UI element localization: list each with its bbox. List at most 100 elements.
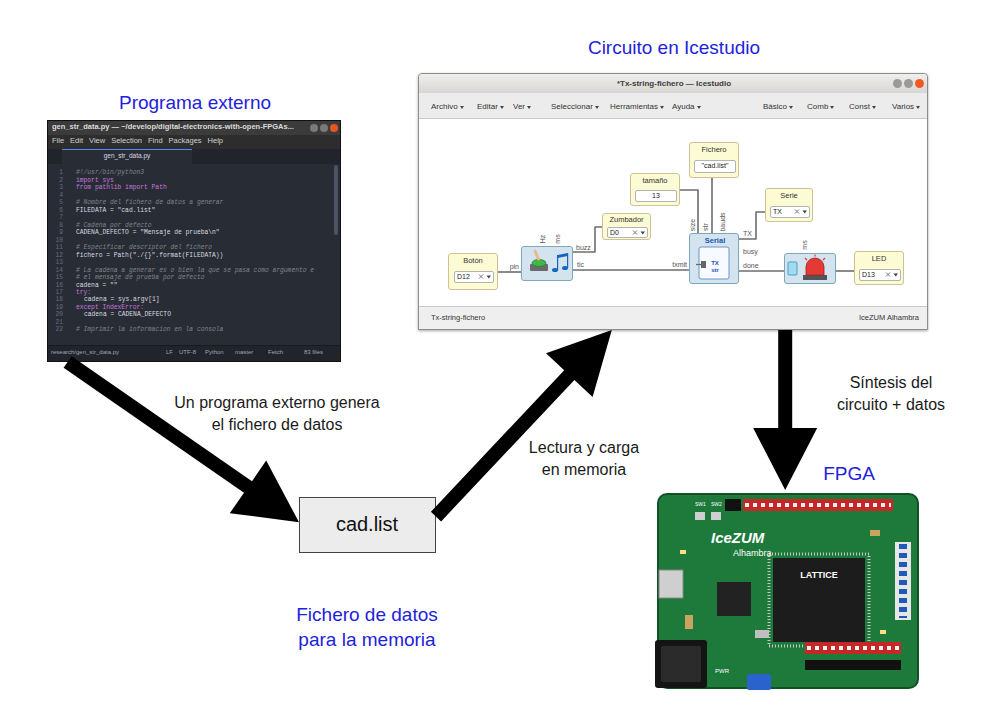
block-icon-use	[530, 251, 568, 272]
menu-caret	[500, 106, 504, 109]
flow-arrow	[431, 330, 612, 521]
pin-name: TX	[773, 208, 782, 216]
port-label: tic	[577, 261, 584, 269]
line-number: 20	[55, 311, 63, 318]
pin-name: D13	[862, 271, 875, 279]
footer-bar	[419, 306, 927, 329]
menu-item: Find	[148, 137, 163, 146]
code-line: import sys	[76, 177, 114, 184]
wire-line	[498, 271, 521, 273]
line-number: 12	[55, 252, 63, 259]
line-number: 18	[55, 296, 63, 303]
menu-item: Ver	[513, 102, 525, 111]
code-line: cadena = CADENA_DEFECTO	[84, 311, 171, 318]
input-pin-block: D12 Botón	[448, 253, 498, 290]
line-number: 14	[55, 267, 63, 274]
select-controls	[478, 273, 492, 281]
port-label: ms	[554, 234, 562, 243]
footer-text: Tx-string-fichero	[431, 314, 485, 323]
menu-item: File	[52, 137, 64, 146]
pin-name: D12	[457, 273, 470, 281]
port-label: bauds	[719, 212, 727, 231]
menu-item: Selection	[111, 137, 142, 146]
line-number: 6	[59, 207, 63, 214]
data-file-box: cad.listFichero de datos para la memoria	[299, 497, 436, 553]
status-item: UTF-8	[179, 349, 196, 356]
line-number: 11	[55, 244, 63, 251]
block-title: Botón	[463, 257, 483, 266]
wire	[680, 190, 698, 233]
serial-tx-block: SerialTXstrsizestrbaudsTXbusytxmitdone	[689, 233, 739, 284]
pin-name: D0	[610, 229, 619, 237]
select-controls-use	[795, 210, 807, 214]
select-controls	[632, 229, 646, 237]
menu-caret	[527, 106, 531, 109]
button-tone-block: pinHzmsbuzztic	[521, 246, 573, 281]
wire	[739, 271, 784, 272]
menu-item: Packages	[169, 137, 202, 146]
menu-item: Seleccionar	[551, 102, 593, 111]
code-line: # Cadena por defecto	[76, 222, 152, 229]
arrow-label: Síntesis del circuito + datos	[832, 372, 950, 416]
menu-caret	[916, 106, 920, 109]
line-number: 10	[55, 237, 63, 244]
status-item: LF	[166, 349, 173, 356]
line-number: 1	[59, 169, 63, 176]
pin-select: D13	[859, 269, 901, 281]
section-heading: Programa externo	[119, 92, 271, 114]
value-field: "cad.list"	[694, 160, 736, 173]
port-label: TX	[743, 230, 752, 238]
chip-marking: LATTICE	[800, 570, 837, 580]
select-controls-use	[886, 273, 898, 277]
file-name: cad.list	[300, 513, 434, 536]
output-pin-block: D0 Zumbador	[602, 213, 651, 240]
port-label: str	[702, 223, 710, 231]
wire	[573, 270, 689, 271]
window-title: *Tx-string-fichero — Icestudio	[617, 79, 731, 88]
block-title: tamaño	[642, 177, 667, 186]
code-line: # Nombre del fichero de datos a generar	[76, 199, 223, 206]
icon-label: TX	[711, 260, 719, 267]
wire-line	[573, 269, 689, 271]
menu-item: Edit	[70, 137, 83, 146]
code-line: try:	[76, 289, 91, 296]
code-line: # La cadena a generar es o bien la que s…	[76, 267, 314, 274]
block-title: LED	[872, 255, 887, 264]
block-icon	[785, 254, 835, 283]
param-value: 13	[652, 192, 660, 200]
constant-block: 13 tamaño	[630, 173, 680, 206]
output-pin-block: TXSerie	[765, 188, 813, 222]
arrow-label: Un programa externo genera el fichero de…	[170, 392, 384, 436]
code-line: fichero = Path("./{}".format(FILEDATA))	[76, 252, 223, 259]
line-number: 19	[55, 304, 63, 311]
port-label: size	[689, 219, 697, 231]
wire-line	[573, 227, 602, 252]
section-heading: FPGA	[823, 463, 875, 485]
pin-select: TX	[770, 206, 810, 218]
footer-text: IceZUM Alhambra	[859, 314, 919, 323]
menu-caret	[595, 106, 599, 109]
window-button	[893, 79, 902, 88]
code-line: # Especificar descriptor del fichero	[76, 244, 212, 251]
status-item: Python	[205, 349, 224, 356]
board-silkscreen: PWR	[715, 668, 729, 675]
flow-arrow	[753, 330, 817, 490]
block-icon	[522, 247, 572, 280]
file-param-block: "cad.list"Fichero	[689, 142, 739, 178]
line-number: 16	[55, 282, 63, 289]
port-label: buzz	[576, 244, 591, 252]
menu-caret	[789, 106, 793, 109]
section-heading: Fichero de datos para la memoria	[291, 602, 443, 652]
select-controls	[794, 208, 808, 216]
select-controls-use	[479, 275, 491, 279]
line-number: 3	[59, 184, 63, 191]
line-number: 21	[55, 319, 63, 326]
window-button	[320, 124, 328, 132]
port-label: pin	[510, 263, 519, 271]
block-title: Zumbador	[609, 216, 643, 225]
section-heading: Circuito en Icestudio	[588, 37, 760, 59]
wire-line	[836, 270, 854, 272]
code-line: CADENA_DEFECTO = "Mensaje de prueba\n"	[76, 229, 220, 236]
code-line: # Imprimir la informacion en la consola	[76, 326, 223, 333]
